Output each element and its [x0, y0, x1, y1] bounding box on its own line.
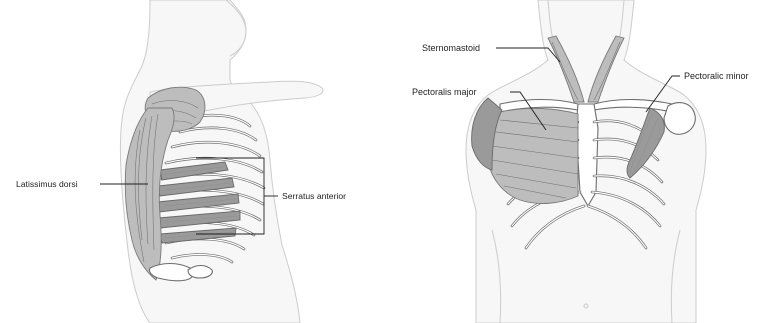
right-humerus-head — [664, 103, 695, 135]
pectoralis-minor-label: Pectoralic minor — [684, 71, 749, 81]
serratus-label: Serratus anterior — [282, 191, 346, 201]
lateral-view-figure: Latissimus dorsi Serratus anterior — [16, 0, 346, 323]
latissimus-label: Latissimus dorsi — [16, 179, 78, 189]
anterior-view-figure: Sternomastoid Pectoralis major Pectorali… — [412, 0, 749, 323]
sternomastoid-label: Sternomastoid — [422, 43, 480, 53]
pectoralis-major-label: Pectoralis major — [412, 87, 477, 97]
